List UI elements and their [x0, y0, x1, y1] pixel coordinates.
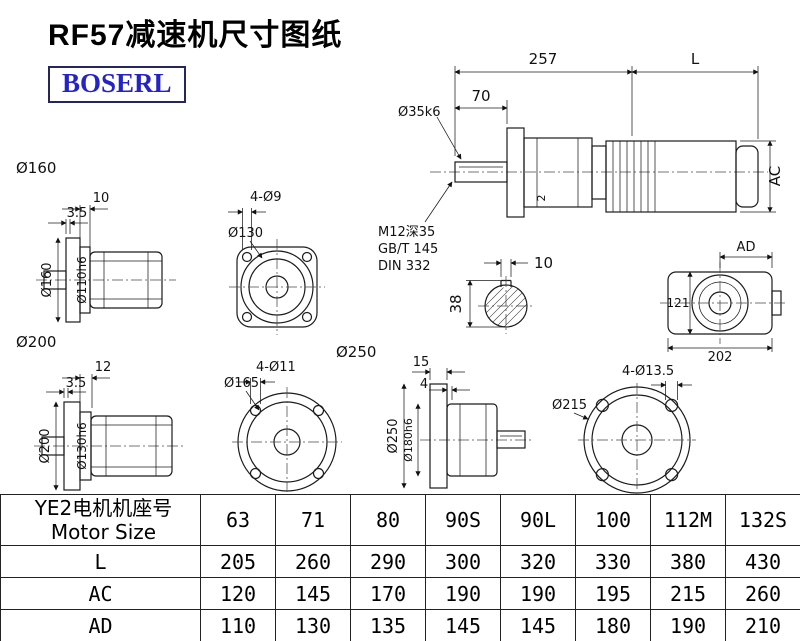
ad-face-view: AD 121 202: [660, 240, 788, 365]
size-column-header: 63: [200, 494, 276, 546]
table-cell: 145: [425, 609, 501, 641]
table-row-l: L 205 260 290 300 320 330 380 430: [0, 545, 800, 578]
dim-12-200: 12: [95, 360, 112, 375]
table-cell: 170: [350, 577, 426, 610]
table-cell: 190: [425, 577, 501, 610]
bolt-holes-label-9: 4-Ø9: [250, 190, 281, 205]
table-cell: 145: [500, 609, 576, 641]
size160-side-view: Ø160 10 3.5 Ø160 Ø110h6: [16, 159, 176, 323]
dim-10-160: 10: [93, 191, 110, 206]
dim-121: 121: [667, 296, 690, 310]
dim-130: Ø130: [228, 226, 263, 241]
table-cell: 210: [725, 609, 800, 641]
dim-215: Ø215: [552, 398, 587, 413]
size-column-header: 90S: [425, 494, 501, 546]
table-cell: 195: [575, 577, 651, 610]
flange215-face-view: Ø215 4-Ø13.5: [552, 364, 696, 494]
dim-ac: AC: [766, 166, 784, 186]
size-column-header: 100: [575, 494, 651, 546]
dim-4-250: 4: [420, 377, 428, 392]
table-header-row: YE2电机机座号 Motor Size 63 71 80 90S 90L 100…: [0, 494, 800, 546]
table-row-ac: AC 120 145 170 190 190 195 215 260: [0, 577, 800, 610]
brand-logo: BOSERL: [48, 66, 186, 103]
table-cell: 380: [650, 545, 726, 578]
table-cell: 190: [500, 577, 576, 610]
key-depth-dim: 38: [447, 294, 465, 313]
ad-dim: AD: [737, 240, 756, 255]
size-column-header: 80: [350, 494, 426, 546]
table-cell: 120: [200, 577, 276, 610]
table-cell: 290: [350, 545, 426, 578]
section-label-160: Ø160: [16, 159, 56, 177]
flange-diameter-dim-200: Ø200: [38, 428, 53, 463]
standard-note-din: DIN 332: [378, 259, 431, 274]
shaft-key-section-view: 10 38: [447, 254, 553, 334]
motor-size-table: YE2电机机座号 Motor Size 63 71 80 90S 90L 100…: [0, 494, 800, 641]
key-width-dim: 10: [534, 254, 553, 272]
size250-side-view: 15 4 Ø250 Ø180h6: [386, 355, 534, 489]
dim-70: 70: [471, 87, 490, 105]
table-cell: 180: [575, 609, 651, 641]
size-column-header: 112M: [650, 494, 726, 546]
table-row-ad: AD 110 130 135 145 145 180 190 210: [0, 609, 800, 641]
table-cell: 145: [275, 577, 351, 610]
motor-size-header-en: Motor Size: [50, 520, 157, 544]
size-column-header: 132S: [725, 494, 800, 546]
size-column-header: 71: [275, 494, 351, 546]
section-label-250: Ø250: [336, 343, 376, 361]
dim-165: Ø165: [224, 376, 259, 391]
dim-l: L: [691, 50, 700, 68]
table-cell: 130: [275, 609, 351, 641]
table-cell: 205: [200, 545, 276, 578]
standard-note-gbt: GB/T 145: [378, 242, 438, 257]
hub-diameter-dim-110: Ø110h6: [75, 256, 89, 304]
flange130-face-view: Ø130 4-Ø9: [228, 190, 325, 335]
table-cell: 260: [725, 577, 800, 610]
dim-257: 257: [529, 50, 558, 68]
hub-diameter-dim-130: Ø130h6: [75, 422, 89, 470]
table-cell: 190: [650, 609, 726, 641]
table-cell: 215: [650, 577, 726, 610]
table-cell: 430: [725, 545, 800, 578]
motor-size-header-cn: YE2电机机座号: [34, 495, 173, 520]
dim-3-5-200: 3.5: [66, 376, 87, 391]
dim-flange-2: 2: [535, 195, 548, 202]
size200-side-view: Ø200 12 3.5 Ø200 Ø130h6: [16, 333, 186, 491]
section-label-200: Ø200: [16, 333, 56, 351]
row-label: AD: [0, 609, 201, 641]
dim-15-250: 15: [413, 355, 430, 370]
shaft-diameter-label: Ø35k6: [398, 105, 441, 120]
table-cell: 320: [500, 545, 576, 578]
row-label: AC: [0, 577, 201, 610]
page-title: RF57减速机尺寸图纸: [48, 19, 343, 52]
size-column-header: 90L: [500, 494, 576, 546]
technical-drawing-canvas: 257 L 70 Ø35k6 AC M12深35 GB/T 145 DIN 33…: [16, 50, 788, 494]
table-cell: 300: [425, 545, 501, 578]
bolt-holes-label-13-5: 4-Ø13.5: [622, 364, 674, 379]
table-cell: 110: [200, 609, 276, 641]
row-label: L: [0, 545, 201, 578]
dim-202: 202: [708, 350, 733, 365]
flange165-face-view: Ø250 Ø165 4-Ø11: [224, 343, 376, 492]
flange-diameter-dim-250: Ø250: [386, 418, 401, 453]
dim-3-5-160: 3.5: [67, 206, 88, 221]
bolt-holes-label-11: 4-Ø11: [256, 360, 296, 375]
flange-diameter-dim-160: Ø160: [40, 262, 55, 297]
hub-diameter-dim-180: Ø180h6: [402, 418, 415, 462]
motor-size-header: YE2电机机座号 Motor Size: [0, 494, 201, 546]
table-cell: 135: [350, 609, 426, 641]
tap-note: M12深35: [378, 225, 435, 240]
main-assembly-view: 257 L 70 Ø35k6 AC M12深35 GB/T 145 DIN 33…: [378, 50, 784, 274]
table-cell: 330: [575, 545, 651, 578]
table-cell: 260: [275, 545, 351, 578]
